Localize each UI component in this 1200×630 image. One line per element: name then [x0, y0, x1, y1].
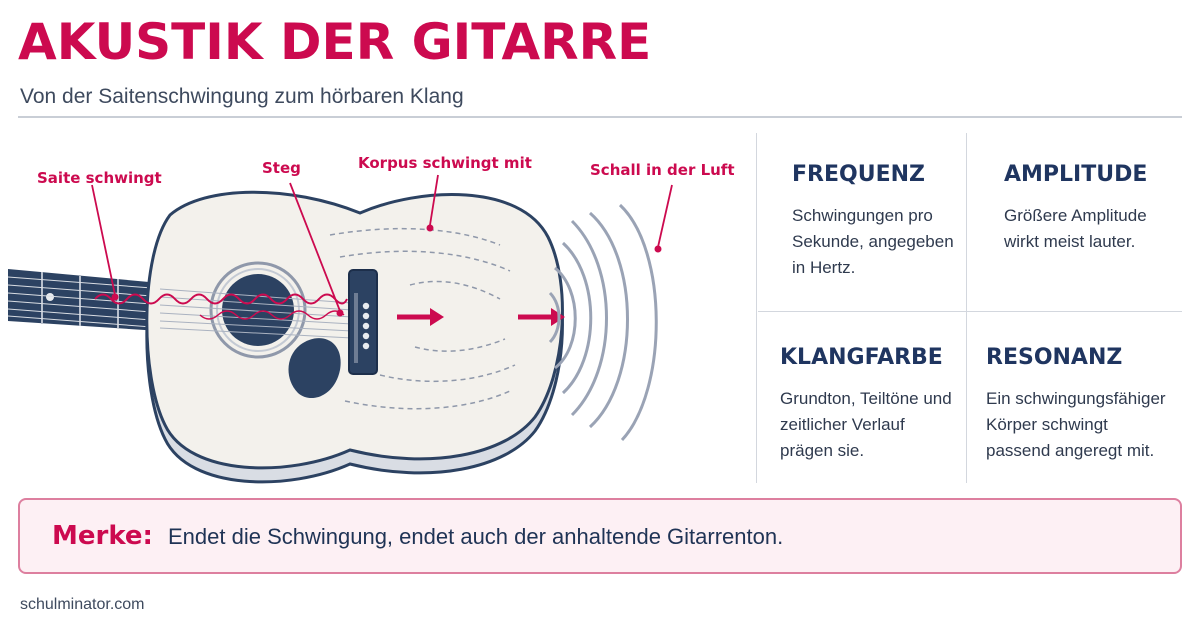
- sound-hole-rosette: [209, 261, 307, 359]
- grid-divider: [966, 133, 967, 483]
- bridge: [348, 269, 378, 375]
- pickguard: [288, 338, 341, 399]
- callout-lines: [91, 174, 673, 312]
- concept-text: Ein schwingungsfähiger Körper schwingt p…: [986, 389, 1166, 460]
- concept-title: KLANGFARBE: [780, 345, 943, 370]
- strings: [159, 288, 353, 339]
- concept-card-resonance: RESONANZ Ein schwingungsfähiger Körper s…: [986, 344, 1176, 464]
- guitar-neck: [7, 269, 166, 331]
- sound-hole: [222, 274, 294, 346]
- concept-card-timbre: KLANGFARBE Grundton, Teiltöne und zeitli…: [780, 344, 960, 464]
- label-bridge: Steg: [262, 159, 301, 177]
- source-footer: schulminator.com: [20, 596, 145, 613]
- label-air: Schall in der Luft: [590, 161, 735, 179]
- note-box: Merke: Endet die Schwingung, endet auch …: [18, 498, 1182, 574]
- grid-divider: [758, 311, 1182, 312]
- concept-text: Grundton, Teiltöne und zeitlicher Verlau…: [780, 389, 952, 460]
- body-vibration-lines: [329, 227, 516, 410]
- concept-card-frequency: FREQUENZ Schwingungen pro Sekunde, angeg…: [792, 161, 962, 281]
- bridge-pins: [362, 302, 370, 350]
- page-subtitle: Von der Saitenschwingung zum hörbaren Kl…: [20, 85, 464, 108]
- concept-title: AMPLITUDE: [1004, 162, 1148, 187]
- sound-waves: [548, 203, 658, 442]
- header-divider: [18, 116, 1182, 118]
- section-divider: [756, 133, 757, 483]
- label-string: Saite schwingt: [37, 169, 162, 187]
- note-label: Merke:: [52, 521, 153, 551]
- label-body: Korpus schwingt mit: [358, 154, 532, 172]
- vibrating-string: [94, 293, 348, 305]
- concept-text: Größere Amplitude wirkt meist lauter.: [1004, 206, 1147, 251]
- concept-text: Schwingungen pro Sekunde, angegeben in H…: [792, 206, 954, 277]
- concept-title: RESONANZ: [986, 345, 1123, 370]
- concept-grid: FREQUENZ Schwingungen pro Sekunde, angeg…: [758, 133, 1182, 483]
- note-text: Endet die Schwingung, endet auch der anh…: [168, 524, 784, 549]
- concept-card-amplitude: AMPLITUDE Größere Amplitude wirkt meist …: [1004, 161, 1174, 255]
- page-title: AKUSTIK DER GITARRE: [18, 13, 652, 71]
- concept-title: FREQUENZ: [792, 162, 925, 187]
- guitar-illustration: [7, 174, 673, 484]
- arrow-right-icon: [397, 308, 444, 326]
- guitar-diagram: Saite schwingt Steg Korpus schwingt mit …: [0, 125, 745, 495]
